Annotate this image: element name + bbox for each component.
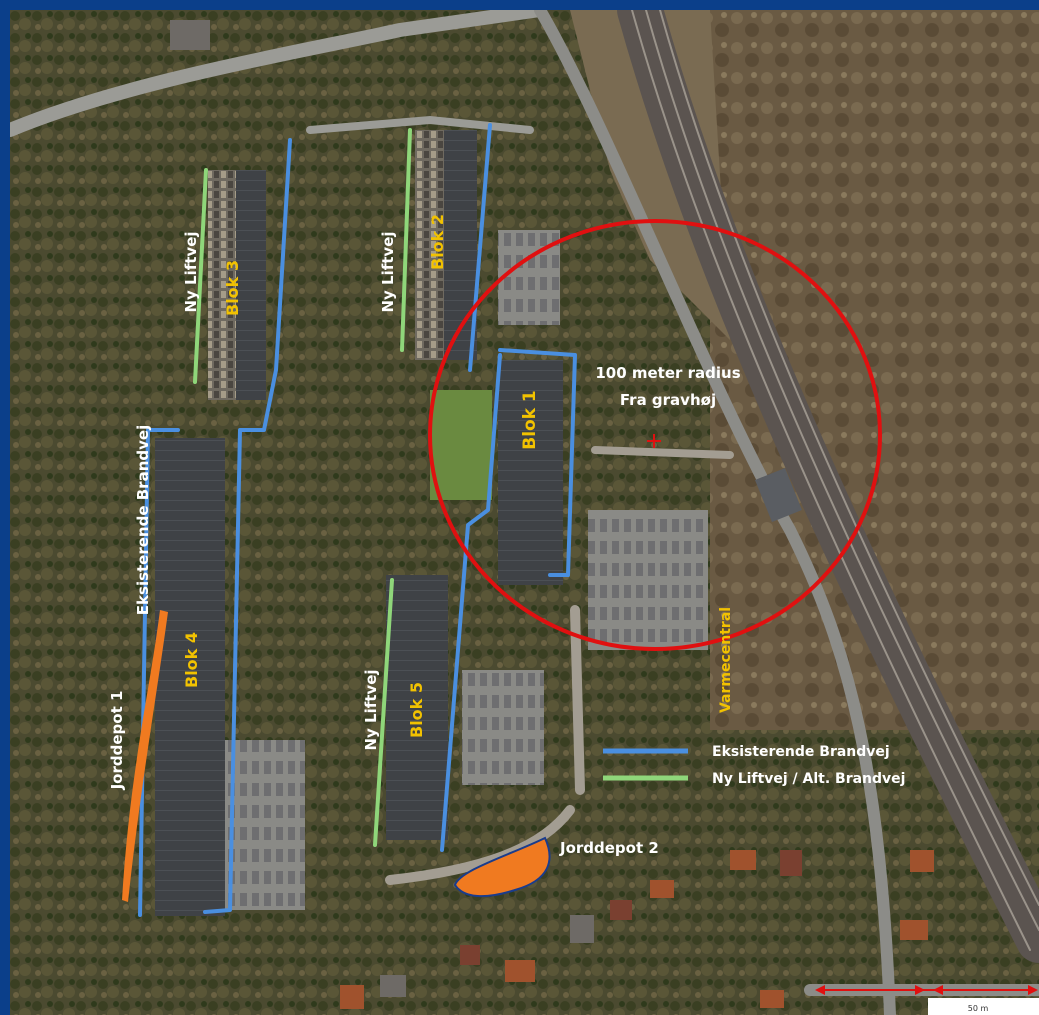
aerial-map: Blok 1 Blok 2 Blok 3 Blok 4 Blok 5 Varme… (10, 10, 1039, 1015)
label-jorddepot-2: Jorddepot 2 (559, 839, 659, 857)
legend-label-new: Ny Liftvej / Alt. Brandvej (712, 771, 905, 787)
label-blok-4: Blok 4 (182, 632, 201, 688)
radius-circle (428, 219, 882, 651)
label-ny-liftvej-1: Ny Liftvej (182, 231, 200, 312)
building-varmecentral (755, 468, 802, 522)
parking-lot (462, 670, 544, 785)
building-blok-4 (155, 438, 225, 916)
building-blok-3 (208, 170, 266, 400)
burial-mound-marker (647, 434, 661, 448)
scale-bar: 50 m (815, 985, 1039, 1015)
rail-embankment (570, 10, 730, 340)
map-canvas: Blok 1 Blok 2 Blok 3 Blok 4 Blok 5 Varme… (10, 10, 1039, 1015)
legend-label-existing: Eksisterende Brandvej (712, 744, 890, 760)
building-blok-2 (415, 130, 477, 360)
label-radius-line2: Fra gravhøj (620, 391, 716, 409)
railway (617, 10, 1039, 963)
new-lift-roads (193, 128, 412, 847)
label-eksisterende-brandvej: Eksisterende Brandvej (134, 425, 152, 615)
parking-lot (225, 740, 305, 910)
label-varmecentral: Varmecentral (718, 607, 734, 713)
building-blok-1 (498, 360, 563, 585)
label-blok-2: Blok 2 (428, 214, 447, 270)
soil-depot-1 (122, 610, 168, 902)
scale-label: 50 m (968, 1004, 989, 1013)
label-ny-liftvej-3: Ny Liftvej (362, 669, 380, 750)
label-radius-line1: 100 meter radius (595, 364, 740, 382)
map-legend: Eksisterende Brandvej Ny Liftvej / Alt. … (603, 744, 905, 787)
label-blok-5: Blok 5 (407, 682, 426, 738)
lawn (430, 390, 492, 500)
label-blok-3: Blok 3 (223, 260, 242, 316)
soil-depot-2 (453, 836, 551, 898)
parking-lot (588, 510, 708, 650)
label-blok-1: Blok 1 (520, 390, 540, 450)
building-blok-5 (386, 575, 448, 840)
residential-houses (170, 20, 934, 1009)
label-jorddepot-1: Jorddepot 1 (108, 691, 126, 791)
label-ny-liftvej-2: Ny Liftvej (379, 231, 397, 312)
